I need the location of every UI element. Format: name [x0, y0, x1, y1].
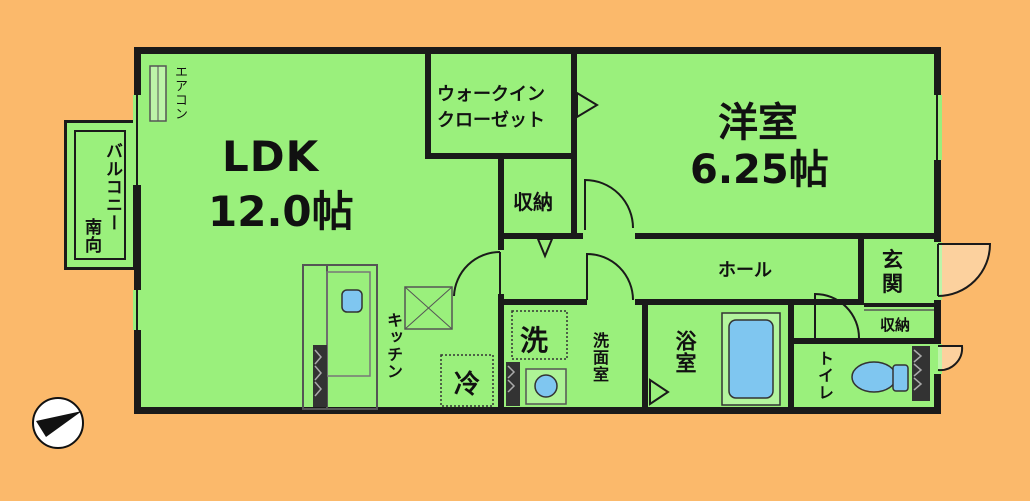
- hall-label: ホール: [718, 260, 772, 281]
- aircon-label: エアコン: [172, 65, 187, 121]
- walk-in-closet-label-2: クローゼット: [437, 110, 545, 131]
- entrance-label: 玄関: [882, 248, 903, 296]
- floor-area: [138, 50, 938, 412]
- fridge-label: 冷: [454, 370, 481, 400]
- storage-label: 収納: [513, 190, 553, 214]
- western-room-name: 洋室: [718, 100, 798, 146]
- ldk-room-name: LDK: [222, 132, 320, 181]
- bathroom-label: 浴室: [673, 330, 697, 374]
- walk-in-closet-label-1: ウォークイン: [437, 84, 545, 105]
- entrance-storage-label: 収納: [880, 316, 911, 334]
- kitchen-label: キッチン: [384, 312, 403, 380]
- balcony-inner-frame: [74, 130, 126, 260]
- western-room-size: 6.25帖: [690, 147, 829, 193]
- ldk-room-size: 12.0帖: [208, 187, 354, 236]
- washer-label: 洗: [520, 324, 549, 357]
- balcony-direction-label: 南向: [81, 218, 101, 254]
- toilet-label: トイレ: [815, 350, 834, 401]
- north-arrow-icon: [32, 397, 84, 449]
- washroom-label: 洗面室: [590, 332, 609, 383]
- balcony-label: バルコニー: [102, 142, 122, 232]
